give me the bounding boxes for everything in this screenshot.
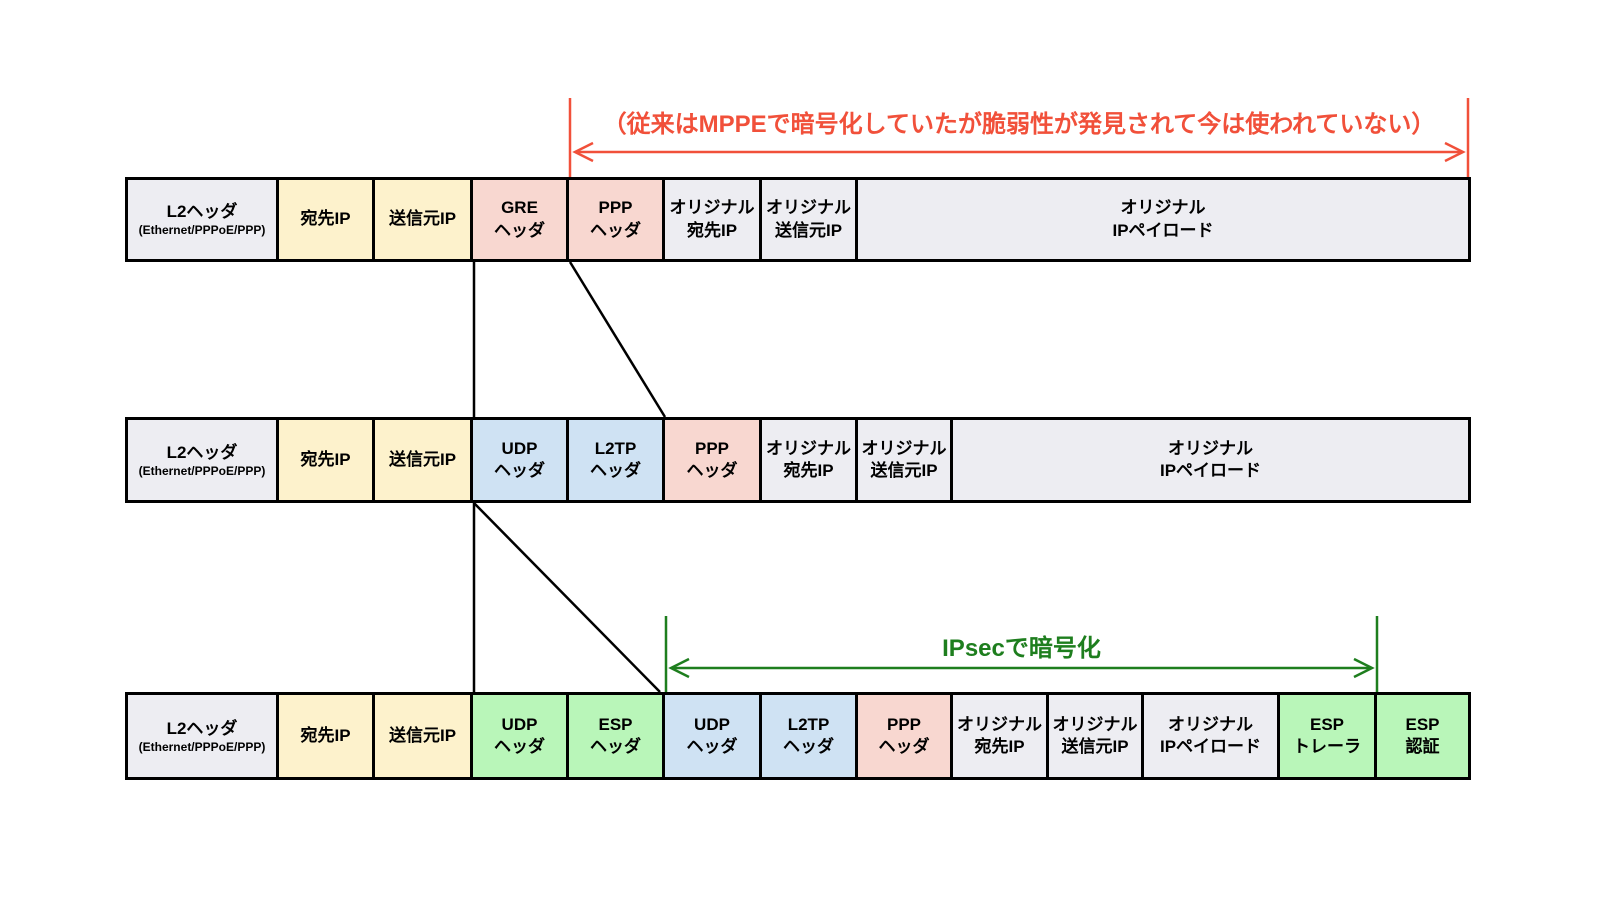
cell-esp-trailer: ESP トレーラ [1280,695,1377,777]
cell-orig-ip-payload: オリジナル IPペイロード [1144,695,1280,777]
cell-src-ip: 送信元IP [375,180,473,259]
l2tp-packet-row: L2ヘッダ (Ethernet/PPPoE/PPP) 宛先IP 送信元IP UD… [125,417,1471,503]
connector-diagonal-row2-row3 [473,502,661,693]
cell-gre-header: GRE ヘッダ [473,180,569,259]
cell-ppp-header: PPP ヘッダ [569,180,665,259]
cell-orig-src-ip: オリジナル 送信元IP [1049,695,1144,777]
cell-orig-dest-ip: オリジナル 宛先IP [762,420,858,500]
cell-orig-dest-ip: オリジナル 宛先IP [665,180,762,259]
cell-l2-header: L2ヘッダ (Ethernet/PPPoE/PPP) [128,420,279,500]
cell-l2tp-header: L2TP ヘッダ [569,420,665,500]
cell-orig-dest-ip: オリジナル 宛先IP [953,695,1049,777]
cell-esp-header: ESP ヘッダ [569,695,665,777]
l2tp-ipsec-packet-row: L2ヘッダ (Ethernet/PPPoE/PPP) 宛先IP 送信元IP UD… [125,692,1471,780]
cell-src-ip: 送信元IP [375,420,473,500]
cell-orig-src-ip: オリジナル 送信元IP [762,180,858,259]
mppe-note-label: （従来はMPPEで暗号化していたが脆弱性が発見されて今は使われていない） [602,111,1436,138]
pptp-gre-packet-row: L2ヘッダ (Ethernet/PPPoE/PPP) 宛先IP 送信元IP GR… [125,177,1471,262]
cell-udp-header-outer: UDP ヘッダ [473,695,569,777]
cell-dest-ip: 宛先IP [279,420,375,500]
connector-diagonal-row1-row2 [568,261,667,418]
cell-esp-auth: ESP 認証 [1377,695,1468,777]
ipsec-note-label: IPsecで暗号化 [942,635,1101,662]
cell-udp-header-inner: UDP ヘッダ [665,695,762,777]
cell-l2tp-header: L2TP ヘッダ [762,695,858,777]
cell-orig-ip-payload: オリジナル IPペイロード [953,420,1468,500]
cell-orig-ip-payload: オリジナル IPペイロード [858,180,1468,259]
cell-ppp-header: PPP ヘッダ [665,420,762,500]
cell-ppp-header: PPP ヘッダ [858,695,953,777]
cell-orig-src-ip: オリジナル 送信元IP [858,420,953,500]
cell-dest-ip: 宛先IP [279,180,375,259]
cell-l2-header: L2ヘッダ (Ethernet/PPPoE/PPP) [128,695,279,777]
cell-udp-header: UDP ヘッダ [473,420,569,500]
cell-l2-header: L2ヘッダ (Ethernet/PPPoE/PPP) [128,180,279,259]
cell-dest-ip: 宛先IP [279,695,375,777]
cell-src-ip: 送信元IP [375,695,473,777]
